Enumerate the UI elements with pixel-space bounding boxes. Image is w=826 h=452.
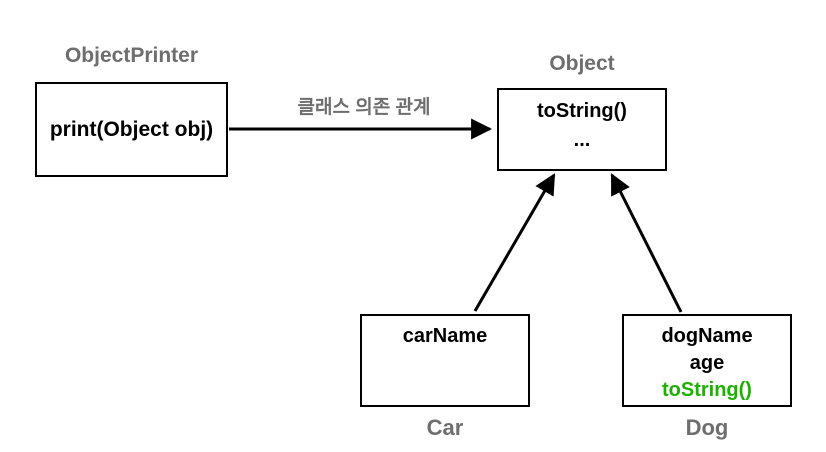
dog-box: dogName age toString() xyxy=(622,314,792,407)
object-member-ellipsis: ... xyxy=(573,129,591,151)
dependency-arrow-label: 클래스 의존 관계 xyxy=(297,97,431,118)
dog-class-title: Dog xyxy=(685,415,729,440)
objectprinter-class-title: ObjectPrinter xyxy=(64,44,199,67)
object-class-title: Object xyxy=(549,52,615,75)
car-box: carName xyxy=(360,314,530,407)
dog-method-tostring-overridden: toString() xyxy=(662,379,752,401)
object-method-tostring: toString() xyxy=(537,100,627,122)
object-box: toString() ... xyxy=(497,88,667,171)
objectprinter-box: print(Object obj) xyxy=(35,82,228,177)
dog-field-dogname: dogName xyxy=(661,325,753,347)
car-to-object-arrow xyxy=(473,173,556,312)
objectprinter-method: print(Object obj) xyxy=(49,118,214,141)
dog-to-object-arrow xyxy=(610,173,683,313)
dog-field-age: age xyxy=(689,352,725,374)
car-class-title: Car xyxy=(426,415,464,440)
car-field-carname: carName xyxy=(402,325,488,347)
